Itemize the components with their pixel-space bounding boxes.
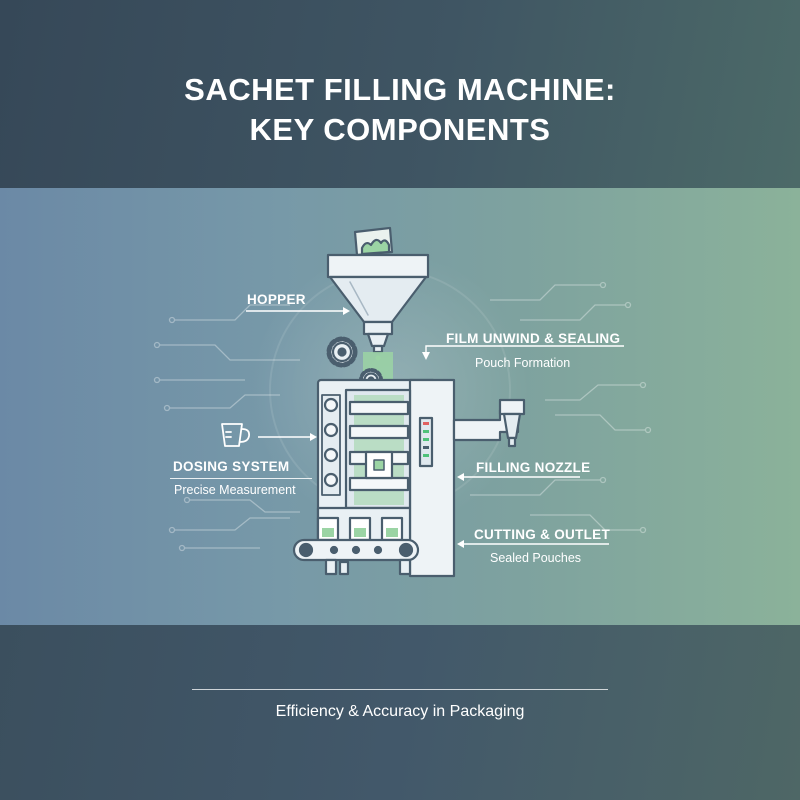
label-dosing-subtitle: Precise Measurement [174,483,296,497]
label-cutting-outlet: CUTTING & OUTLET [474,527,611,542]
leader-arrows [246,307,624,548]
footer-banner [0,625,800,800]
page-title-line-2: KEY COMPONENTS [249,112,551,147]
machine-leg [324,558,338,576]
circuit-traces-right [470,281,652,534]
footer-divider [192,689,608,690]
hopper-spout [366,332,390,348]
hopper-rim [326,253,430,279]
film-roller [323,472,339,488]
film-roller [323,447,339,463]
machine-leg [338,560,350,576]
indicator-lights [423,422,429,457]
footer-tagline: Efficiency & Accuracy in Packaging [275,703,525,720]
label-cutting-subtitle: Sealed Pouches [490,551,582,565]
measuring-cup-icon [221,423,251,447]
sealing-bar [348,476,410,492]
header-banner [0,0,800,188]
roller-rail [321,394,341,496]
circuit-traces-left [153,304,300,552]
label-film-subtitle: Pouch Formation [475,356,571,370]
label-filling-nozzle: FILLING NOZZLE [476,460,591,475]
control-column [408,378,456,578]
hopper-neck [362,320,394,336]
page-title-line-1: SACHET FILLING MACHINE: [184,72,616,107]
film-roller [323,397,339,413]
label-hopper: HOPPER [247,292,306,307]
machine-leg [398,558,412,576]
label-film-unwind-sealing: FILM UNWIND & SEALING [446,331,621,346]
gear-icon [326,336,358,368]
machine-diagram [153,226,652,578]
product-granules [360,238,391,256]
label-dosing-system: DOSING SYSTEM [173,459,290,474]
sealing-bar [348,400,410,416]
dosing-underline [170,478,312,479]
filling-nozzle [498,398,526,416]
film-roller [323,422,339,438]
indicator-panel [418,416,434,468]
sealing-bar [348,424,410,440]
